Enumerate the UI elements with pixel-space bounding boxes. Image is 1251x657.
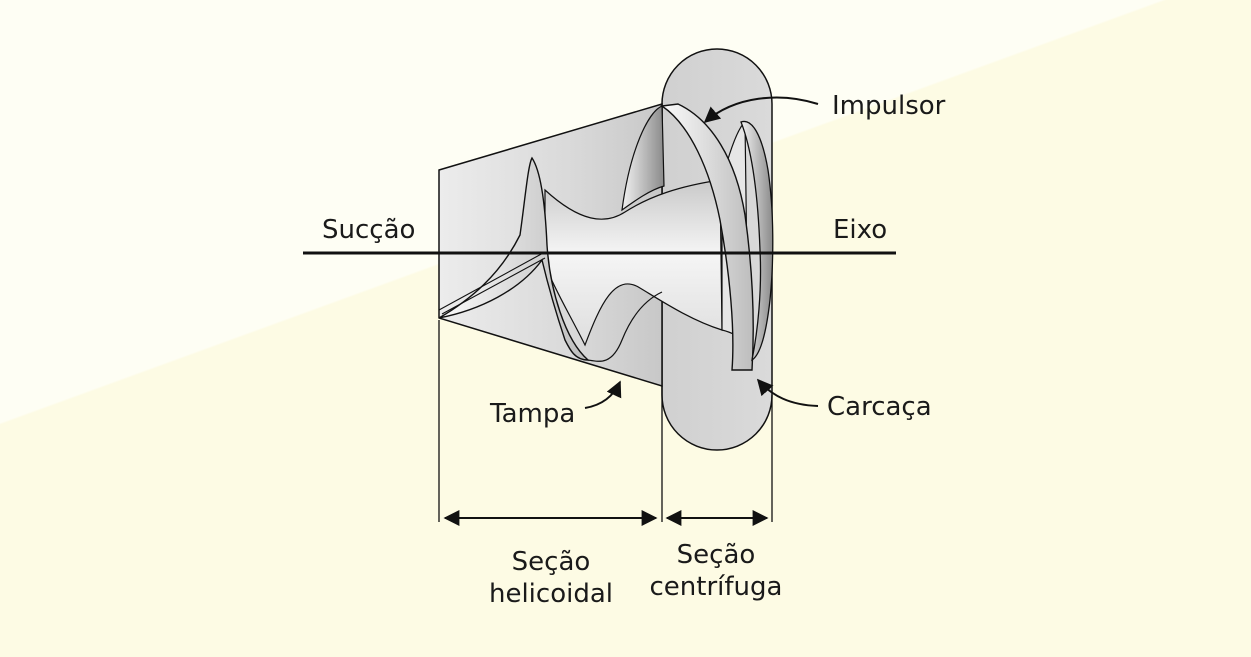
helical-section-label-line1: Seção <box>512 547 591 577</box>
dimension-lines <box>438 320 773 522</box>
impeller-leader-arrow <box>703 96 819 124</box>
centrifugal-section-label-line1: Seção <box>677 540 756 570</box>
casing-label: Carcaça <box>827 392 932 422</box>
cover-inner-edge <box>587 291 663 362</box>
impeller-label: Impulsor <box>832 91 946 121</box>
impeller-blade <box>660 103 774 371</box>
cover-leader-arrow <box>584 380 622 409</box>
suction-label: Sucção <box>322 215 415 245</box>
axis-label: Eixo <box>833 215 887 245</box>
helical-section-label-line2: helicoidal <box>489 579 613 609</box>
cover-label: Tampa <box>489 399 575 429</box>
casing-leader-arrow <box>756 378 819 407</box>
helical-blade <box>438 156 590 361</box>
centrifugal-section-label-line2: centrífuga <box>650 572 783 602</box>
